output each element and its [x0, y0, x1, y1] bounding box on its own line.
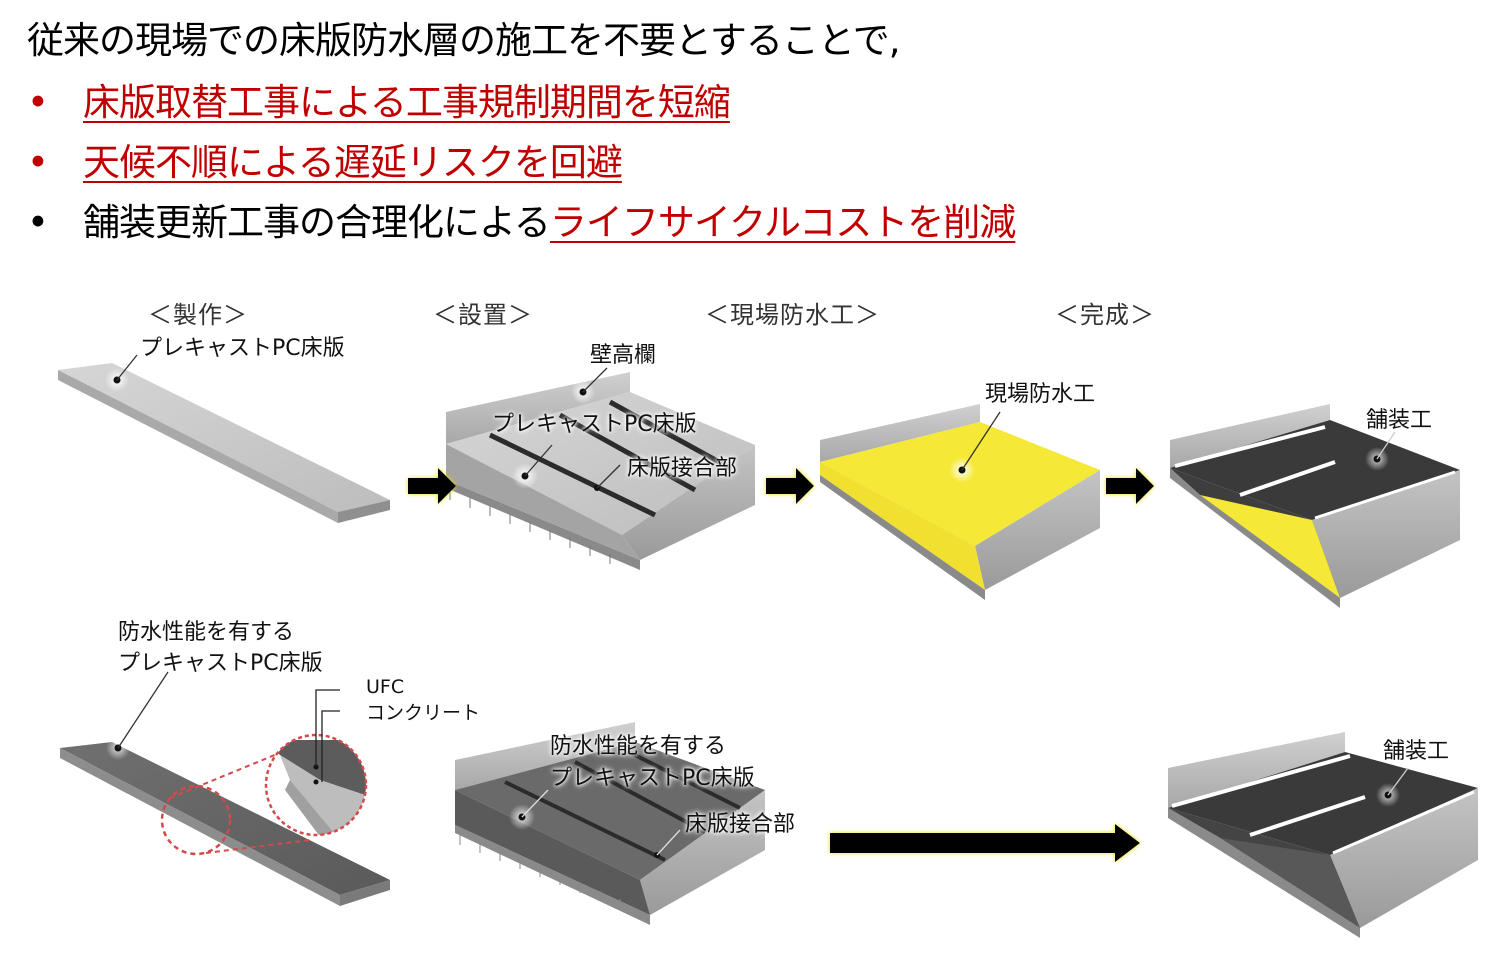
zoom-source-circle — [160, 784, 232, 856]
installed-deck-illustration — [446, 367, 755, 570]
callout-installed-slab: プレキャストPC床版 — [492, 412, 697, 437]
callout-slab-joint-bottom: 床版接合部 — [685, 812, 796, 837]
bullet-highlight: ライフサイクルコストを削減 — [549, 201, 1016, 244]
callout-installed-wp-line2: プレキャストPC床版 — [550, 766, 755, 791]
callout-wp-slab-line1: 防水性能を有する — [118, 620, 295, 645]
bullet-reduce-cost: • 舗装更新工事の合理化によるライフサイクルコストを削減 — [27, 200, 1016, 246]
callout-installed-wp-line1: 防水性能を有する — [550, 734, 727, 759]
stage-label-fabrication: ＜製作＞ — [148, 301, 248, 329]
callout-paving-top: 舗装工 — [1366, 408, 1433, 433]
bullet-highlight: 天候不順による遅延リスクを回避 — [83, 141, 623, 184]
arrow-icon — [408, 468, 456, 504]
callout-wp-slab-line2: プレキャストPC床版 — [118, 651, 323, 676]
callout-paving-bottom: 舗装工 — [1383, 739, 1450, 764]
stage-label-completion: ＜完成＞ — [1055, 301, 1155, 329]
callout-concrete: コンクリート — [366, 702, 481, 724]
bullet-marker: • — [27, 141, 49, 184]
bullet-shorten-period: • 床版取替工事による工事規制期間を短縮 — [27, 80, 731, 126]
callout-ufc: UFC — [366, 676, 405, 698]
arrow-icon — [1106, 468, 1154, 504]
callout-precast-slab: プレキャストPC床版 — [140, 336, 345, 361]
installed-waterproof-deck-illustration — [455, 722, 765, 925]
paved-deck-top-illustration — [1170, 404, 1460, 608]
bullet-highlight: 床版取替工事による工事規制期間を短縮 — [83, 81, 731, 124]
bullet-marker: • — [27, 201, 49, 244]
stage-label-installation: ＜設置＞ — [433, 301, 533, 329]
bullet-avoid-delay: • 天候不順による遅延リスクを回避 — [27, 140, 623, 186]
arrow-icon — [766, 468, 814, 504]
bullet-prefix: 舗装更新工事の合理化による — [83, 201, 551, 244]
callout-waterproofing: 現場防水工 — [985, 382, 1096, 407]
callout-slab-joint: 床版接合部 — [627, 456, 738, 481]
leader-line — [116, 354, 138, 381]
long-arrow-icon — [830, 824, 1140, 862]
zoom-detail-circle — [264, 689, 368, 837]
waterproofing-deck-illustration — [820, 404, 1100, 600]
callout-wall-railing: 壁高欄 — [590, 343, 657, 368]
bullet-marker: • — [27, 81, 49, 124]
paved-deck-bottom-illustration — [1168, 732, 1478, 938]
precast-slab-illustration — [58, 354, 390, 523]
stage-label-site-waterproofing: ＜現場防水工＞ — [705, 301, 880, 329]
intro-text: 従来の現場での床版防水層の施工を不要とすることで, — [27, 19, 901, 62]
waterproof-slab-illustration — [60, 671, 390, 906]
